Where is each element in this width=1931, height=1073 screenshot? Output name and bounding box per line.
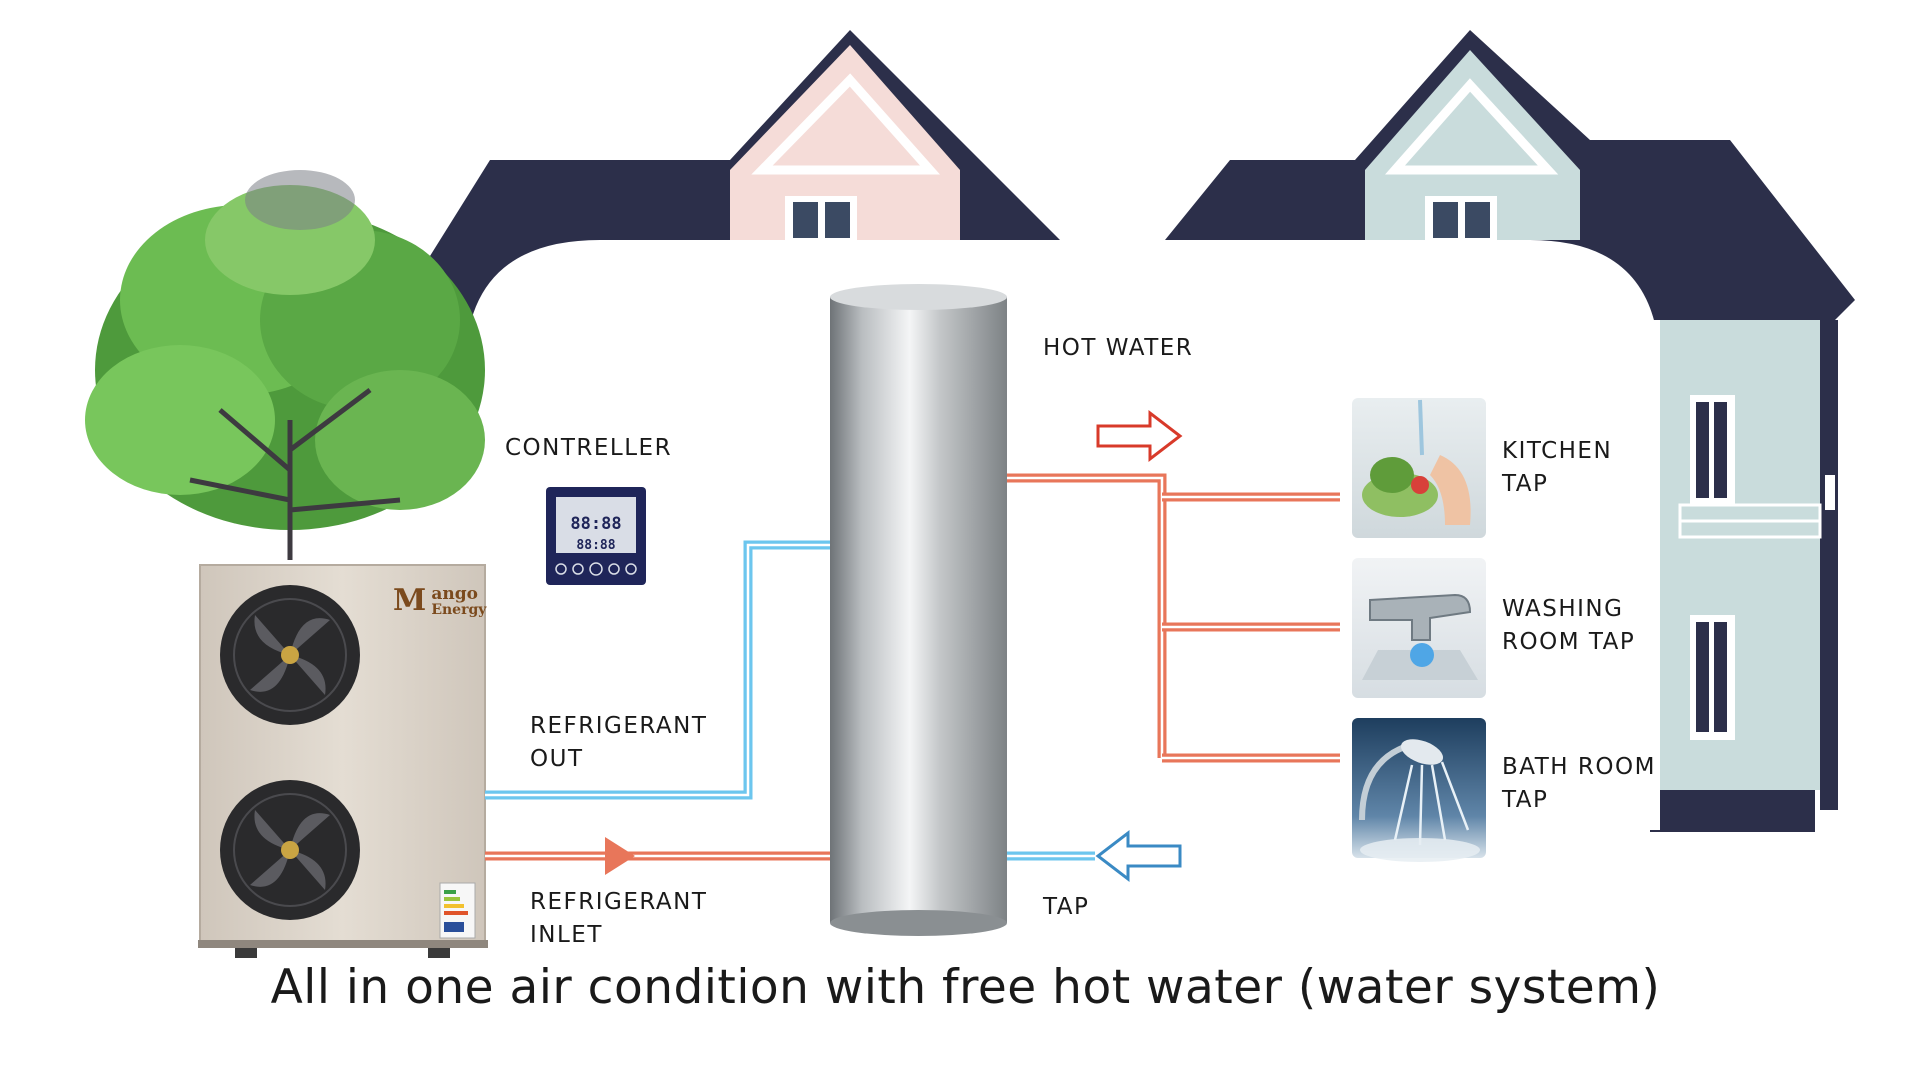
cold-water-arrow — [1095, 829, 1182, 883]
right-window-pane — [1465, 202, 1490, 238]
bath-room-tap-label: BATH ROOM TAP — [1502, 754, 1656, 813]
left-gable-trim — [751, 73, 941, 175]
unit-foot — [428, 948, 450, 958]
controller-button[interactable] — [572, 563, 584, 575]
washing-room-tap-label: WASHING ROOM TAP — [1502, 596, 1636, 655]
controller-label: CONTRELLER — [505, 435, 673, 461]
bath-room-tap-photo — [1352, 718, 1486, 862]
diagram-caption: All in one air condition with free hot w… — [270, 960, 1661, 1015]
brand-logo: M ango Energy — [393, 583, 487, 618]
brand-logo-initial: M — [393, 583, 427, 618]
hand-icon — [1430, 455, 1471, 525]
fan-bottom-blades — [250, 810, 330, 890]
tree — [85, 170, 485, 560]
tank-body — [830, 297, 1007, 923]
refrigerant-inlet-label: REFRIGERANT INLET — [530, 889, 708, 948]
tank-bottom — [830, 910, 1007, 936]
tank-top — [830, 284, 1007, 310]
water-stream-icon — [1418, 399, 1424, 456]
controller-button[interactable] — [625, 563, 637, 575]
controller-readout-2: 88:88 — [576, 538, 615, 553]
right-gable-trim — [1385, 78, 1559, 175]
shower-head-icon — [1400, 739, 1444, 765]
controller-button[interactable] — [608, 563, 620, 575]
brand-logo-top: ango — [431, 584, 478, 604]
washing-room-tap-photo — [1352, 558, 1486, 698]
refrigerant-out-label: REFRIGERANT OUT — [530, 713, 708, 772]
tree-foliage — [315, 370, 485, 510]
hot-water-tank — [830, 284, 1007, 936]
hot-water-arrow — [1096, 409, 1183, 463]
controller-button[interactable] — [555, 563, 567, 575]
right-house-wall — [1660, 320, 1835, 790]
controller-power-button[interactable] — [589, 562, 603, 576]
shower-pipe-icon — [1359, 742, 1411, 821]
right-side-window-pane — [1696, 622, 1709, 732]
controller-readout-1: 88:88 — [570, 514, 621, 534]
left-gable — [730, 45, 960, 240]
tree-branches — [189, 388, 401, 560]
tree-foliage — [85, 345, 275, 495]
unit-foot — [235, 948, 257, 958]
right-side-window-pane — [1696, 402, 1709, 498]
tree-top-leaves — [245, 170, 355, 230]
heat-pump-unit — [198, 564, 488, 958]
shower-water-icon — [1393, 761, 1470, 846]
steam-icon — [1360, 838, 1480, 862]
right-house-shadow — [1820, 320, 1838, 810]
hot-water-label: HOT WATER — [1043, 335, 1194, 361]
fan-bottom-hub — [281, 841, 299, 859]
right-house-base — [1650, 790, 1815, 832]
right-side-window-pane — [1714, 622, 1727, 732]
lettuce-icon — [1370, 457, 1414, 493]
right-wall-lamp — [1825, 475, 1835, 510]
fan-top-blades — [250, 615, 330, 695]
left-window-pane — [825, 202, 850, 238]
hot-water-pipes — [1005, 473, 1340, 763]
fan-top-hub — [281, 646, 299, 664]
left-window-pane — [793, 202, 818, 238]
controller-panel: 88:88 88:88 — [546, 487, 646, 585]
controller-screen — [556, 497, 636, 553]
faucet-icon — [1369, 593, 1472, 641]
right-side-window-pane — [1714, 402, 1727, 498]
tomato-icon — [1411, 476, 1429, 494]
brand-logo-bottom: Energy — [431, 602, 487, 618]
water-splash-icon — [1410, 643, 1434, 667]
refrigerant-out-pipe-highlight — [485, 543, 832, 797]
refrigerant-inlet-arrow — [605, 837, 635, 875]
kitchen-tap-label: KITCHEN TAP — [1502, 438, 1613, 497]
tap-label: TAP — [1043, 894, 1090, 920]
kitchen-tap-photo — [1352, 398, 1486, 538]
right-window-pane — [1433, 202, 1458, 238]
unit-base — [198, 940, 488, 948]
right-gable — [1365, 50, 1580, 240]
